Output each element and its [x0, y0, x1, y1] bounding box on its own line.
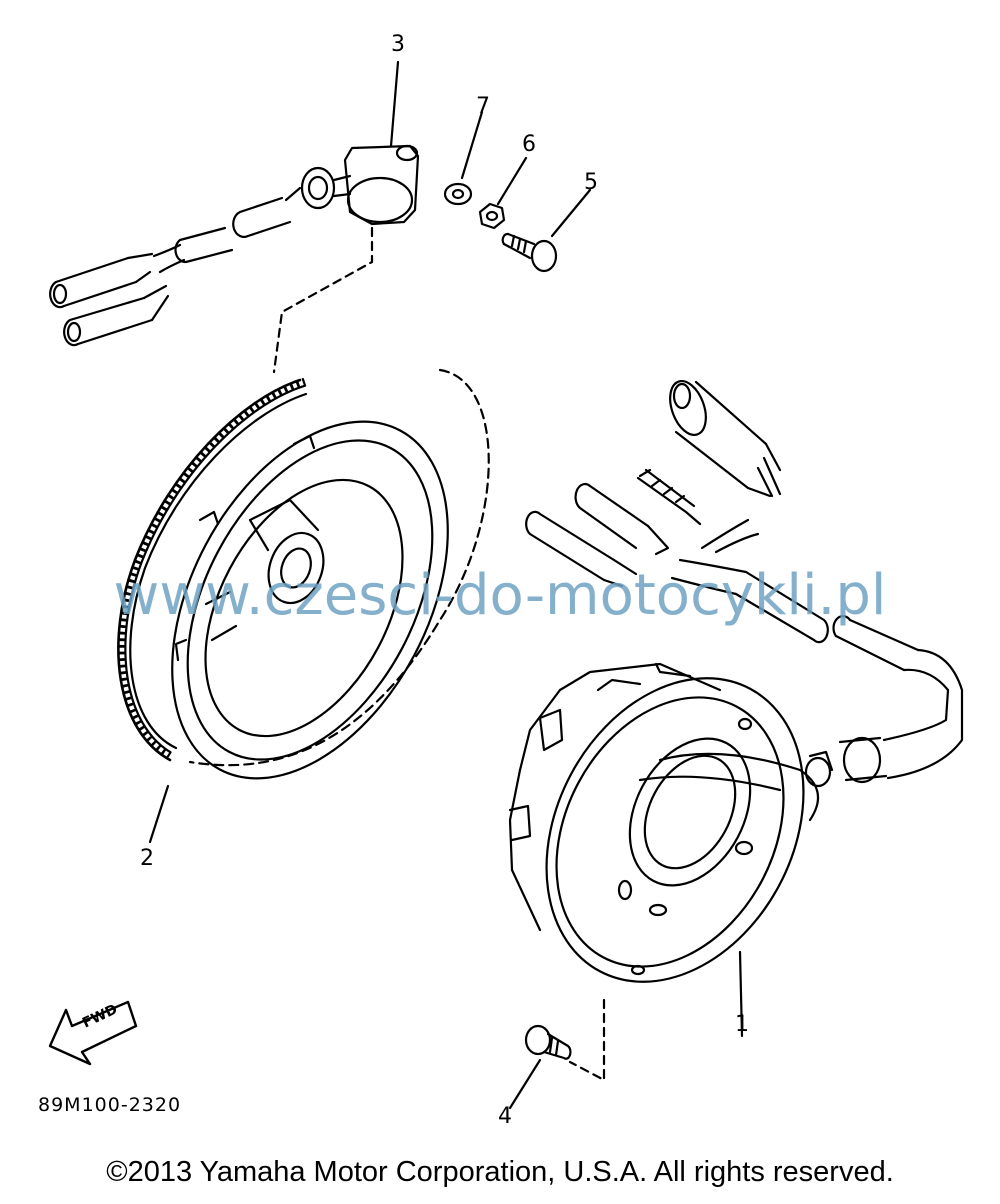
callout-part-3: 3: [391, 32, 405, 57]
part-1-stator-assembly: [508, 615, 964, 1082]
part-4-screw: [508, 1024, 572, 1110]
fwd-arrow-icon: [48, 1000, 138, 1066]
part-6-nut: [478, 156, 528, 230]
stator-wire-harness: [525, 380, 829, 644]
part-7-washer: [443, 110, 484, 206]
callout-part-4: 4: [498, 1104, 512, 1129]
copyright-notice: ©2013 Yamaha Motor Corporation, U.S.A. A…: [106, 1156, 894, 1188]
part-5-bolt: [501, 188, 592, 273]
callout-part-2: 2: [140, 846, 154, 871]
gear-tooth: [160, 747, 172, 760]
callout-part-1: 1: [735, 1012, 749, 1037]
part-2-flywheel: [117, 368, 490, 844]
drawing-code: 89M100-2320: [38, 1094, 182, 1116]
callout-part-7: 7: [476, 94, 490, 119]
part-3-connector-assembly: [49, 60, 420, 374]
callout-part-5: 5: [584, 170, 598, 195]
callout-part-6: 6: [522, 132, 536, 157]
watermark-text: www.czesci-do-motocykli.pl: [113, 563, 887, 628]
